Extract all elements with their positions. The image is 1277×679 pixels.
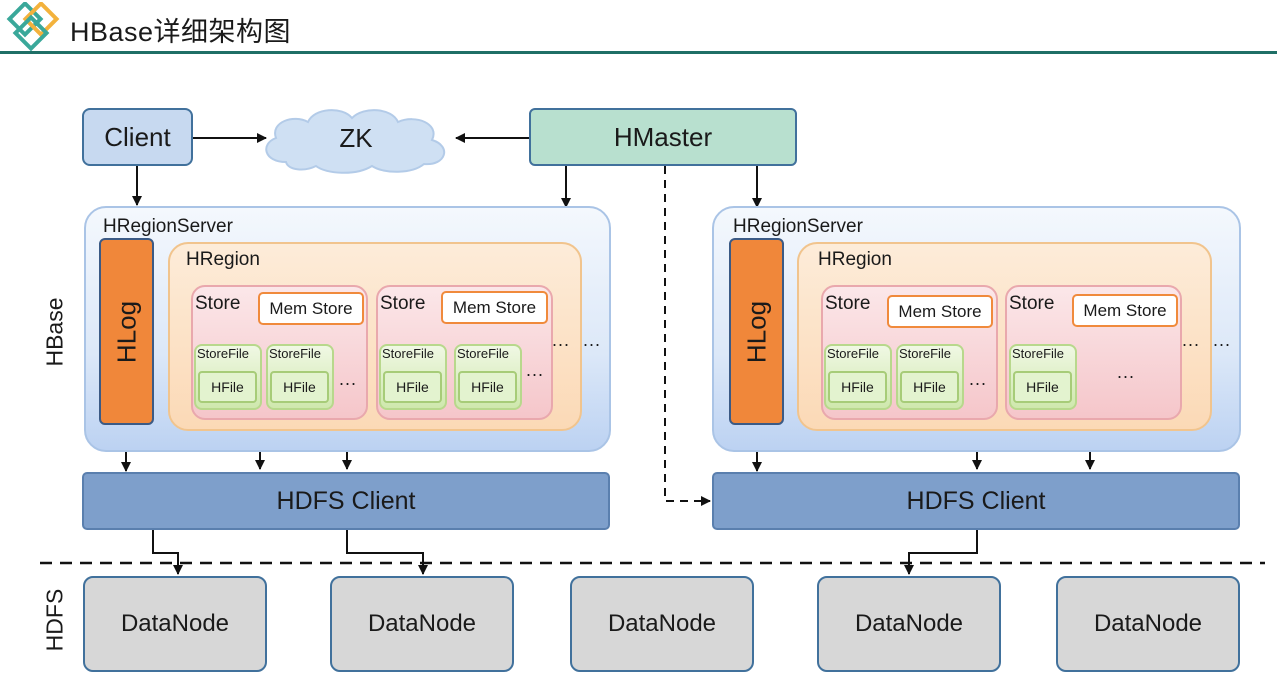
memstore-1b: Mem Store [441, 291, 548, 324]
region-server-1-label: HRegionServer [103, 216, 233, 237]
storefile-1b-1-label: StoreFile [382, 346, 435, 361]
hdfs1-to-datanode2-arrow [346, 530, 428, 575]
hdfs-layer-label: HDFS [41, 588, 68, 652]
hlog-2: HLog [729, 238, 784, 425]
storefile-2a-more: ... [969, 369, 988, 389]
datanode-4: DataNode [817, 576, 1001, 672]
memstore-2b: Mem Store [1072, 294, 1178, 327]
storefile-2a-1-label: StoreFile [827, 346, 880, 361]
hregion-1-more: ... [583, 330, 602, 350]
storefile-2b-more: ... [1117, 362, 1136, 382]
memstore-2a: Mem Store [887, 295, 993, 328]
diamond-logo-icon [6, 2, 60, 52]
storefile-1a-more: ... [339, 369, 358, 389]
title-divider [0, 51, 1277, 54]
hlog-1: HLog [99, 238, 154, 425]
store-1a-label: Store [195, 293, 241, 314]
hdfs-client-2: HDFS Client [712, 472, 1240, 530]
hfile-2a-2: HFile [900, 371, 959, 403]
hfile-2b-1: HFile [1013, 371, 1072, 403]
client-box: Client [82, 108, 193, 166]
datanode-5: DataNode [1056, 576, 1240, 672]
storefile-1a-1-label: StoreFile [197, 346, 250, 361]
storefile-2b-1-label: StoreFile [1012, 346, 1065, 361]
hmaster-to-hdfs-client-dashed-arrow [664, 166, 711, 506]
cloud-icon [265, 109, 446, 174]
hbase-layer-label: HBase [41, 297, 68, 367]
store-2a-label: Store [825, 293, 871, 314]
zk-label: ZK [339, 122, 373, 153]
hregion-1-label: HRegion [186, 249, 260, 270]
hfile-1b-2: HFile [458, 371, 517, 403]
hmaster-box: HMaster [529, 108, 797, 166]
store-1b-label: Store [380, 293, 426, 314]
hfile-1b-1: HFile [383, 371, 442, 403]
hregion-2-label: HRegion [818, 249, 892, 270]
hfile-1a-1: HFile [198, 371, 257, 403]
storefile-1b-2-label: StoreFile [457, 346, 510, 361]
datanode-1: DataNode [83, 576, 267, 672]
hdfs-client-1: HDFS Client [82, 472, 610, 530]
storefile-2a-2-label: StoreFile [899, 346, 952, 361]
hdfs2-to-datanode4-arrow [904, 530, 978, 575]
storefile-1b-more: ... [526, 360, 545, 380]
region-server-2-label: HRegionServer [733, 216, 863, 237]
page-title: HBase详细架构图 [70, 17, 292, 47]
store-2-more: ... [1182, 330, 1201, 350]
storefile-1a-2-label: StoreFile [269, 346, 322, 361]
memstore-1a: Mem Store [258, 292, 364, 325]
datanode-2: DataNode [330, 576, 514, 672]
hfile-1a-2: HFile [270, 371, 329, 403]
hfile-2a-1: HFile [828, 371, 887, 403]
datanode-3: DataNode [570, 576, 754, 672]
hlog-2-label: HLog [741, 300, 771, 363]
hregion-2-more: ... [1213, 330, 1232, 350]
store-1-more: ... [552, 330, 571, 350]
store-2b-label: Store [1009, 293, 1055, 314]
hlog-1-label: HLog [111, 300, 141, 363]
hdfs1-to-datanode1-arrow [152, 530, 183, 575]
